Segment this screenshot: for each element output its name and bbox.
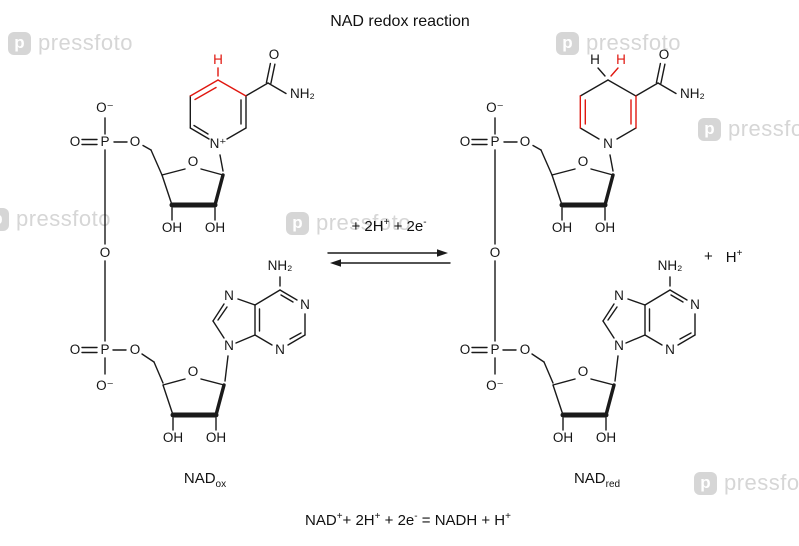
nad-ox-label: NADox [145, 470, 265, 490]
plus-sign: + [704, 248, 713, 265]
label-part: + 2H [342, 512, 375, 529]
watermark-logo-letter: p [292, 213, 303, 232]
label-part: NAD [305, 512, 337, 529]
pressfoto-logo-icon: p [286, 211, 309, 235]
h-plus-product: + H+ [704, 248, 742, 266]
label-part: NAD [573, 470, 606, 487]
atom-label-h-highlight: H [213, 52, 223, 67]
atom-label-h: H [590, 52, 600, 67]
pressfoto-logo-icon: p [0, 207, 9, 231]
watermark-text: pressfoto [728, 116, 799, 141]
summary-equation: NAD++ 2H+ + 2e- = NADH + H+ [18, 511, 798, 529]
pressfoto-logo-icon: p [8, 31, 31, 55]
superscript: - [414, 511, 418, 522]
nicotinamide-ring-oxidized: N⁺ H [189, 52, 247, 151]
subscript: ox [215, 479, 227, 490]
superscript: - [423, 217, 427, 228]
subscript: red [605, 479, 621, 490]
nicotinamide-ring-reduced: H N H [579, 52, 637, 151]
watermark-text: pressfoto [38, 30, 133, 55]
watermark-text: pressfoto [316, 210, 411, 235]
pressfoto-logo-icon: p [698, 117, 721, 141]
nad-red-structure: H N H [445, 50, 710, 460]
watermark: p pressfoto [286, 210, 411, 236]
watermark-logo-letter: p [0, 209, 3, 229]
nad-red-label: NADred [537, 470, 657, 490]
label-part: NAD [183, 470, 216, 487]
watermark-logo-letter: p [700, 473, 711, 492]
label-part: + 2e [389, 218, 424, 235]
watermark-logo-letter: p [14, 33, 25, 52]
watermark-text: pressfoto [16, 206, 111, 231]
watermark-logo-letter: p [704, 119, 715, 138]
watermark-text: pressfoto [724, 470, 799, 495]
atom-label-n: N [603, 136, 613, 151]
atom-label-h-added: H [616, 52, 626, 67]
diagram-title: NAD redox reaction [330, 13, 470, 30]
superscript: + [374, 511, 381, 522]
nad-ox-structure: N⁺ H [55, 50, 320, 460]
electrons-protons-label: + 2H+ + 2e- [318, 217, 460, 235]
atom-label-n-plus: N⁺ [210, 136, 227, 151]
watermark: p pressfoto [8, 30, 133, 56]
label-part: H [725, 249, 737, 266]
watermark-logo-letter: p [562, 33, 573, 52]
h-ion: H+ [726, 248, 743, 266]
label-part: + 2H [351, 218, 384, 235]
pressfoto-logo-icon: p [556, 31, 579, 55]
label-part: = NADH + H [417, 512, 506, 529]
superscript: + [383, 217, 390, 228]
watermark: p pressfoto [0, 206, 111, 232]
superscript: + [505, 511, 511, 522]
watermark: p pressfoto [694, 470, 799, 496]
label-part: + 2e [380, 512, 415, 529]
pressfoto-logo-icon: p [694, 471, 717, 495]
watermark: p pressfoto [698, 116, 799, 142]
equilibrium-arrows-icon [327, 249, 451, 267]
superscript: + [336, 511, 343, 522]
superscript: + [736, 248, 743, 259]
